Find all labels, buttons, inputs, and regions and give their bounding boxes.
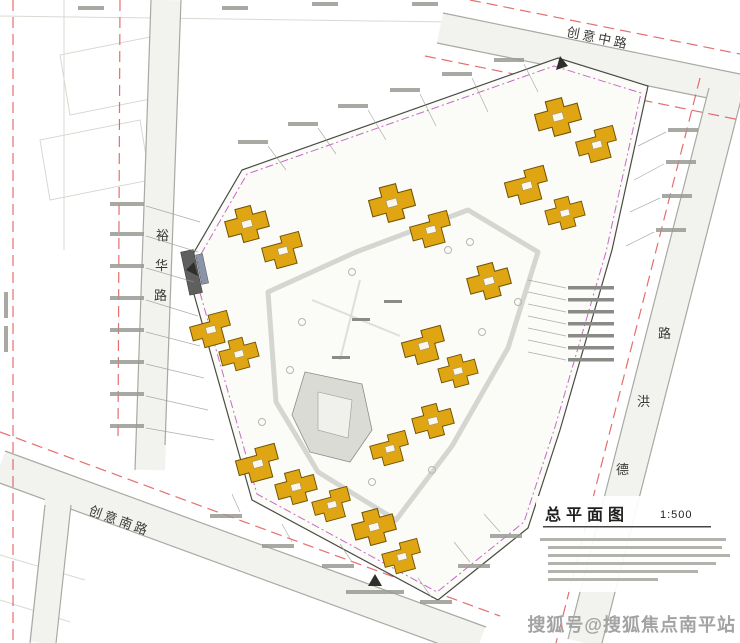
- watermark: 搜狐号@搜狐焦点南平站: [527, 615, 736, 635]
- plan-notes: [540, 538, 730, 581]
- road-label-right-char-2: 洪: [637, 394, 650, 409]
- entrance-markers: [186, 56, 568, 594]
- legend-column: [527, 279, 614, 362]
- road-label-left-char-1: 裕: [156, 228, 169, 243]
- road-label-left-char-2: 华: [155, 258, 168, 273]
- annotations-layer: [110, 58, 698, 604]
- road-label-right-char-1: 路: [658, 326, 671, 341]
- plan-scale: 1:500: [660, 509, 693, 521]
- trees-layer: [258, 238, 522, 486]
- plan-title: 总平面图: [545, 505, 629, 524]
- title-block: 总平面图 1:500: [536, 496, 736, 592]
- context-parcels: [0, 0, 453, 623]
- road-label-right-char-3: 德: [616, 462, 629, 477]
- road-label-left-char-3: 路: [154, 288, 167, 303]
- central-amenity: [291, 371, 373, 463]
